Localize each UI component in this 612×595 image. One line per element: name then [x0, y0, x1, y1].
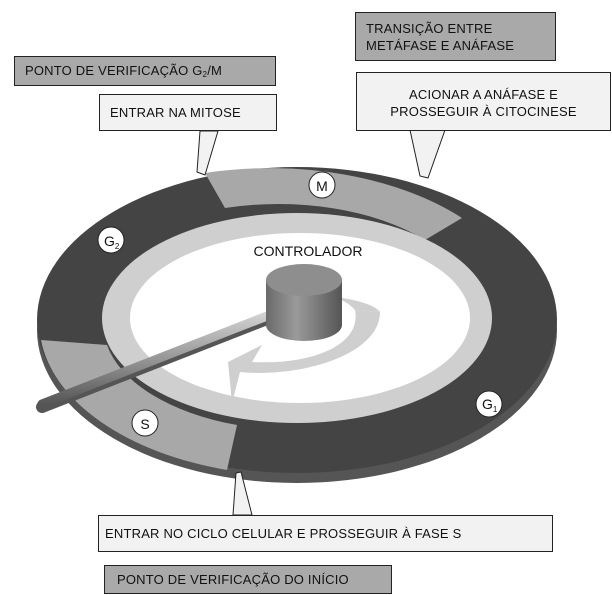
phase-marker-s	[131, 409, 159, 437]
controller-arm	[37, 304, 290, 409]
rotation-arrow-icon	[228, 310, 380, 403]
pointer-trigger-anaphase	[409, 129, 446, 179]
checkpoint-start-box: PONTO DE VERIFICAÇÃO DO INÍCIO	[104, 565, 392, 594]
ring-segment-m	[205, 168, 462, 240]
phase-label-g1: G1	[482, 396, 498, 414]
enter-cycle-label: ENTRAR NO CICLO CELULAR E PROSSEGUIR À F…	[105, 526, 462, 541]
pointer-enter-mitosis	[196, 130, 219, 176]
enter-cycle-box: ENTRAR NO CICLO CELULAR E PROSSEGUIR À F…	[98, 515, 553, 552]
trigger-label-line2: PROSSEGUIR À CITOCINESE	[390, 104, 577, 119]
phase-marker-g1	[475, 390, 503, 418]
transition-label-line1: TRANSIÇÃO ENTRE	[366, 21, 493, 36]
phase-marker-m	[308, 171, 336, 199]
checkpoint-start-label: PONTO DE VERIFICAÇÃO DO INÍCIO	[117, 572, 349, 587]
controller-cylinder-top	[266, 264, 342, 296]
transition-label-line2: METÁFASE E ANÁFASE	[366, 38, 515, 53]
controller-cylinder-body	[266, 280, 342, 341]
enter-mitosis-box: ENTRAR NA MITOSE	[99, 94, 277, 131]
checkpoint-g2m-box: PONTO DE VERIFICAÇÃO G2/M	[14, 56, 276, 86]
trigger-anaphase-box: ACIONAR A ANÁFASE E PROSSEGUIR À CITOCIN…	[356, 72, 611, 131]
rotation-arrow-tail	[335, 297, 380, 312]
controller-label: CONTROLADOR	[254, 243, 363, 259]
phase-label-m: M	[316, 178, 328, 194]
ring-segment-s	[41, 340, 237, 470]
enter-mitosis-label: ENTRAR NA MITOSE	[110, 105, 241, 120]
trigger-label-line1: ACIONAR A ANÁFASE E	[408, 87, 559, 102]
phase-label-g2: G2	[104, 233, 120, 251]
phase-marker-g2	[97, 226, 125, 254]
transition-box: TRANSIÇÃO ENTRE METÁFASE E ANÁFASE	[355, 12, 556, 61]
checkpoint-g2m-label: PONTO DE VERIFICAÇÃO G2/M	[25, 63, 223, 79]
phase-label-s: S	[140, 416, 149, 432]
